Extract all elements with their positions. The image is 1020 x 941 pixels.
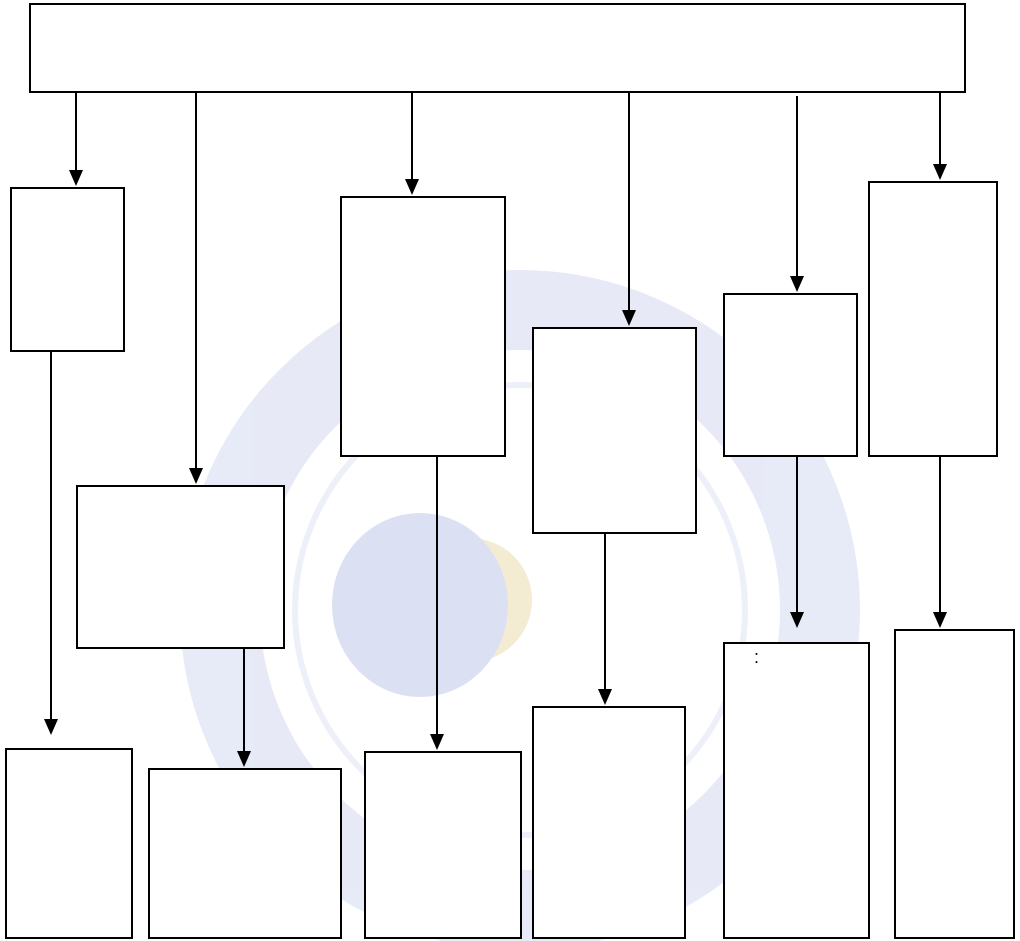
connector-level1-4-to-level2-4 <box>598 533 612 705</box>
node-box <box>533 328 696 533</box>
node-level1-2 <box>77 486 284 648</box>
node-box <box>30 4 965 92</box>
connector-root-to-level1-1 <box>69 92 83 186</box>
arrowhead-icon <box>790 276 804 292</box>
arrowhead-icon <box>405 179 419 195</box>
arrowhead-icon <box>933 612 947 628</box>
connector-level1-1-to-level2-1 <box>44 351 58 735</box>
node-level1-5 <box>724 294 857 456</box>
node-layer: : <box>6 4 1014 938</box>
node-level2-4 <box>533 707 685 938</box>
node-level2-3 <box>365 752 521 938</box>
node-box <box>895 630 1014 938</box>
node-box <box>341 197 505 456</box>
arrowhead-icon <box>430 734 444 750</box>
arrowhead-icon <box>189 468 203 484</box>
node-level1-4 <box>533 328 696 533</box>
node-level2-6 <box>895 630 1014 938</box>
node-level1-1 <box>11 188 124 351</box>
node-level1-6 <box>869 182 997 456</box>
node-box <box>365 752 521 938</box>
connector-root-to-level1-5 <box>790 96 804 292</box>
node-box <box>533 707 685 938</box>
node-level1-3 <box>341 197 505 456</box>
connector-root-to-level1-2 <box>189 92 203 484</box>
arrowhead-icon <box>933 164 947 180</box>
node-box <box>724 294 857 456</box>
arrowhead-icon <box>598 689 612 705</box>
node-box <box>11 188 124 351</box>
node-box <box>77 486 284 648</box>
node-box <box>149 769 341 938</box>
node-root <box>30 4 965 92</box>
node-level2-1 <box>6 749 132 938</box>
connector-root-to-level1-6 <box>933 92 947 180</box>
node-label: : <box>754 647 759 667</box>
connector-root-to-level1-3 <box>405 92 419 195</box>
connector-level1-6-to-level2-6 <box>933 456 947 628</box>
node-box <box>869 182 997 456</box>
node-box <box>6 749 132 938</box>
arrowhead-icon <box>69 170 83 186</box>
node-level2-5: : <box>724 643 869 938</box>
arrowhead-icon <box>44 719 58 735</box>
node-level2-2 <box>149 769 341 938</box>
node-box <box>724 643 869 938</box>
